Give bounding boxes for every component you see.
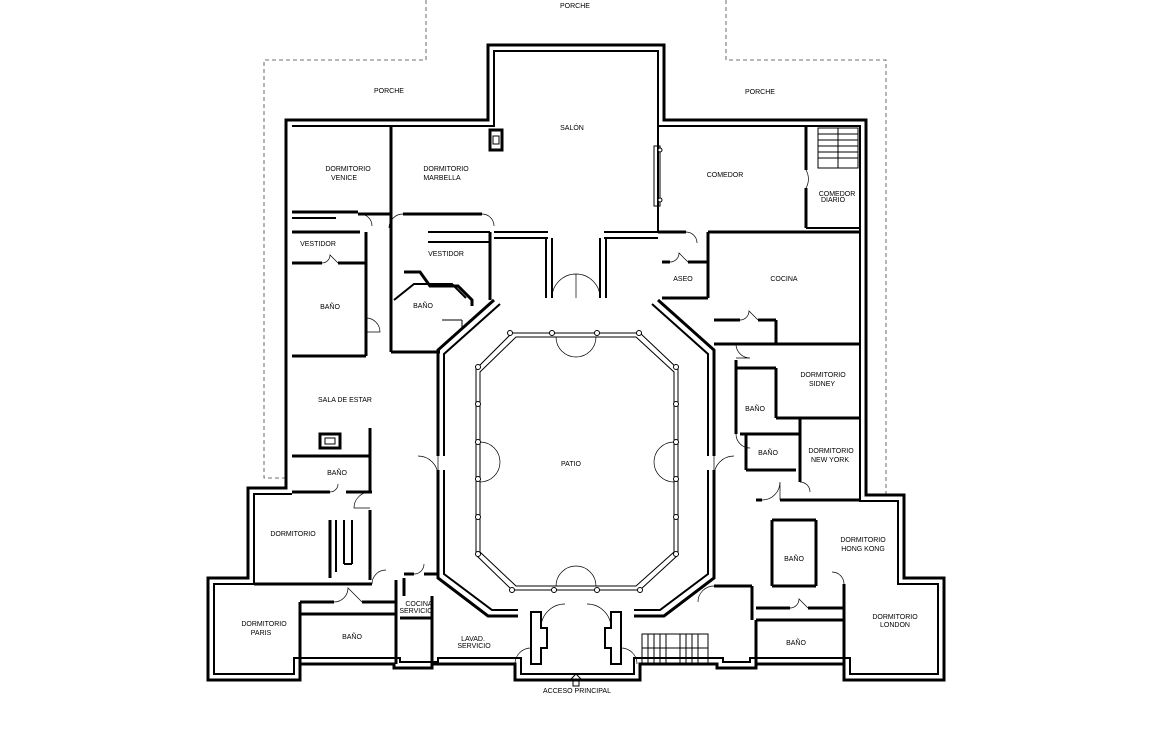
label-dorm-london-2: LONDON xyxy=(880,622,910,629)
exterior-walls xyxy=(206,43,946,682)
label-dorm-venice-1: DORMITORIO xyxy=(325,166,371,173)
door-swings xyxy=(321,169,845,665)
label-porche-right: PORCHE xyxy=(745,89,775,96)
porch-outline xyxy=(263,0,887,495)
label-vestidor-mid: VESTIDOR xyxy=(428,251,464,258)
label-dorm-sidney-1: DORMITORIO xyxy=(800,372,846,379)
label-bano-paris: BAÑO xyxy=(342,632,362,641)
label-aseo: ASEO xyxy=(673,276,693,283)
label-dorm-ny-2: NEW YORK xyxy=(811,457,849,464)
label-dorm-ny-1: DORMITORIO xyxy=(808,448,854,455)
label-porche-top: PORCHE xyxy=(560,3,590,10)
label-bano-left: BAÑO xyxy=(320,302,340,311)
label-dorm-sidney-2: SIDNEY xyxy=(809,381,835,388)
label-dorm-hk-2: HONG KONG xyxy=(841,546,885,553)
fixtures xyxy=(318,127,859,450)
label-dorm-marbella-2: MARBELLA xyxy=(423,175,461,182)
label-patio: PATIO xyxy=(561,461,582,468)
label-bano-ny: BAÑO xyxy=(758,448,778,457)
label-bano-sala: BAÑO xyxy=(327,468,347,477)
label-lavad-servicio-1: LAVAD. xyxy=(461,636,485,643)
label-comedor-diario-2: DIARIO xyxy=(821,197,846,204)
label-dorm-hk-1: DORMITORIO xyxy=(840,537,886,544)
patio-colonnade xyxy=(475,330,679,593)
label-comedor: COMEDOR xyxy=(707,172,744,179)
label-cocina-servicio-1: COCINA xyxy=(405,601,433,608)
interior-walls xyxy=(254,126,860,665)
label-dormitorio: DORMITORIO xyxy=(270,531,316,538)
label-dorm-marbella-1: DORMITORIO xyxy=(423,166,469,173)
label-salon: SALÓN xyxy=(560,123,584,132)
label-sala-estar: SALA DE ESTAR xyxy=(318,397,372,404)
label-bano-hk: BAÑO xyxy=(784,554,804,563)
label-bano-mid: BAÑO xyxy=(413,301,433,310)
label-dorm-paris-2: PARIS xyxy=(251,630,272,637)
label-dorm-london-1: DORMITORIO xyxy=(872,614,918,621)
label-comedor-diario-1: COMEDOR xyxy=(819,191,856,198)
label-porche-left: PORCHE xyxy=(374,88,404,95)
label-dorm-venice-2: VENICE xyxy=(331,175,357,182)
label-lavad-servicio-2: SERVICIO xyxy=(457,643,491,650)
label-bano-london: BAÑO xyxy=(786,638,806,647)
room-labels: PORCHE PORCHE PORCHE SALÓN COMEDOR COMED… xyxy=(241,3,918,695)
label-acceso-principal: ACCESO PRINCIPAL xyxy=(543,688,611,695)
entry-arrow-icon xyxy=(568,673,584,687)
label-bano-sidney: BAÑO xyxy=(745,404,765,413)
label-cocina: COCINA xyxy=(770,276,798,283)
label-vestidor-left: VESTIDOR xyxy=(300,241,336,248)
label-dorm-paris-1: DORMITORIO xyxy=(241,621,287,628)
label-cocina-servicio-2: SERVICIO xyxy=(399,608,433,615)
